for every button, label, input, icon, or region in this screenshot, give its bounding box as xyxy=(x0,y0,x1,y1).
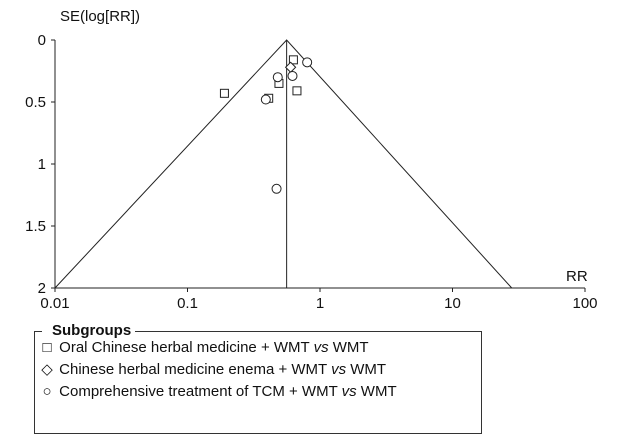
x-tick-label: 0.01 xyxy=(40,295,69,312)
x-tick-label: 0.1 xyxy=(177,295,198,312)
y-axis-title: SE(log[RR]) xyxy=(60,8,140,25)
legend-border-top-left xyxy=(34,331,42,332)
x-tick-label: 1 xyxy=(316,295,324,312)
circle-point xyxy=(260,94,271,105)
legend-border-left xyxy=(34,331,35,434)
legend-entry-text: Chinese herbal medicine enema + WMT xyxy=(59,361,332,378)
legend-title: Subgroups xyxy=(48,322,136,340)
legend-entry-comprehensive: ○ Comprehensive treatment of TCM + WMT v… xyxy=(39,383,397,401)
funnel-boundary xyxy=(54,39,513,289)
funnel-lines xyxy=(54,39,513,289)
square-point xyxy=(219,88,229,98)
square-marker-icon: □ xyxy=(42,339,52,356)
circle-point xyxy=(271,183,282,194)
y-tick-label: 0 xyxy=(38,32,46,49)
funnel-plot: 0 0.5 1 1.5 20.01 0.1 1 10 100 SE(log[RR]) RR xyxy=(25,8,597,312)
legend-border-top-right xyxy=(129,331,482,332)
square-point xyxy=(292,86,302,96)
y-tick-label: 2 xyxy=(38,280,46,297)
legend-entry-text: Comprehensive treatment of TCM + WMT xyxy=(59,383,342,400)
y-tick-label: 0.5 xyxy=(25,94,46,111)
circle-point xyxy=(287,70,298,81)
circle-marker-icon: ○ xyxy=(42,383,52,400)
legend-entry-oral: □ Oral Chinese herbal medicine + WMT vs … xyxy=(39,339,369,357)
legend-entry-text-end: WMT xyxy=(356,383,397,400)
circle-point xyxy=(302,57,313,68)
x-axis-title: RR xyxy=(566,268,588,285)
x-tick-label: 10 xyxy=(444,295,461,312)
x-tick-label: 100 xyxy=(572,295,597,312)
legend-entry-text-end: WMT xyxy=(328,339,369,356)
legend-border-bottom xyxy=(34,433,482,434)
y-tick-label: 1 xyxy=(38,156,46,173)
legend-entry-vs: vs xyxy=(341,383,357,400)
legend-entry-enema: ◇ Chinese herbal medicine enema + WMT vs… xyxy=(39,361,386,379)
y-tick-label: 1.5 xyxy=(25,218,46,235)
study-points xyxy=(219,55,313,194)
legend-entry-text: Oral Chinese herbal medicine + WMT xyxy=(59,339,314,356)
circle-point xyxy=(272,72,283,83)
legend-entry-text-end: WMT xyxy=(346,361,387,378)
legend-border-right xyxy=(481,331,482,434)
legend-entry-vs: vs xyxy=(313,339,329,356)
plot-axes: 0 0.5 1 1.5 20.01 0.1 1 10 100 xyxy=(25,32,597,312)
legend-entry-vs: vs xyxy=(331,361,347,378)
square-point xyxy=(288,55,298,65)
diamond-marker-icon: ◇ xyxy=(41,361,53,378)
